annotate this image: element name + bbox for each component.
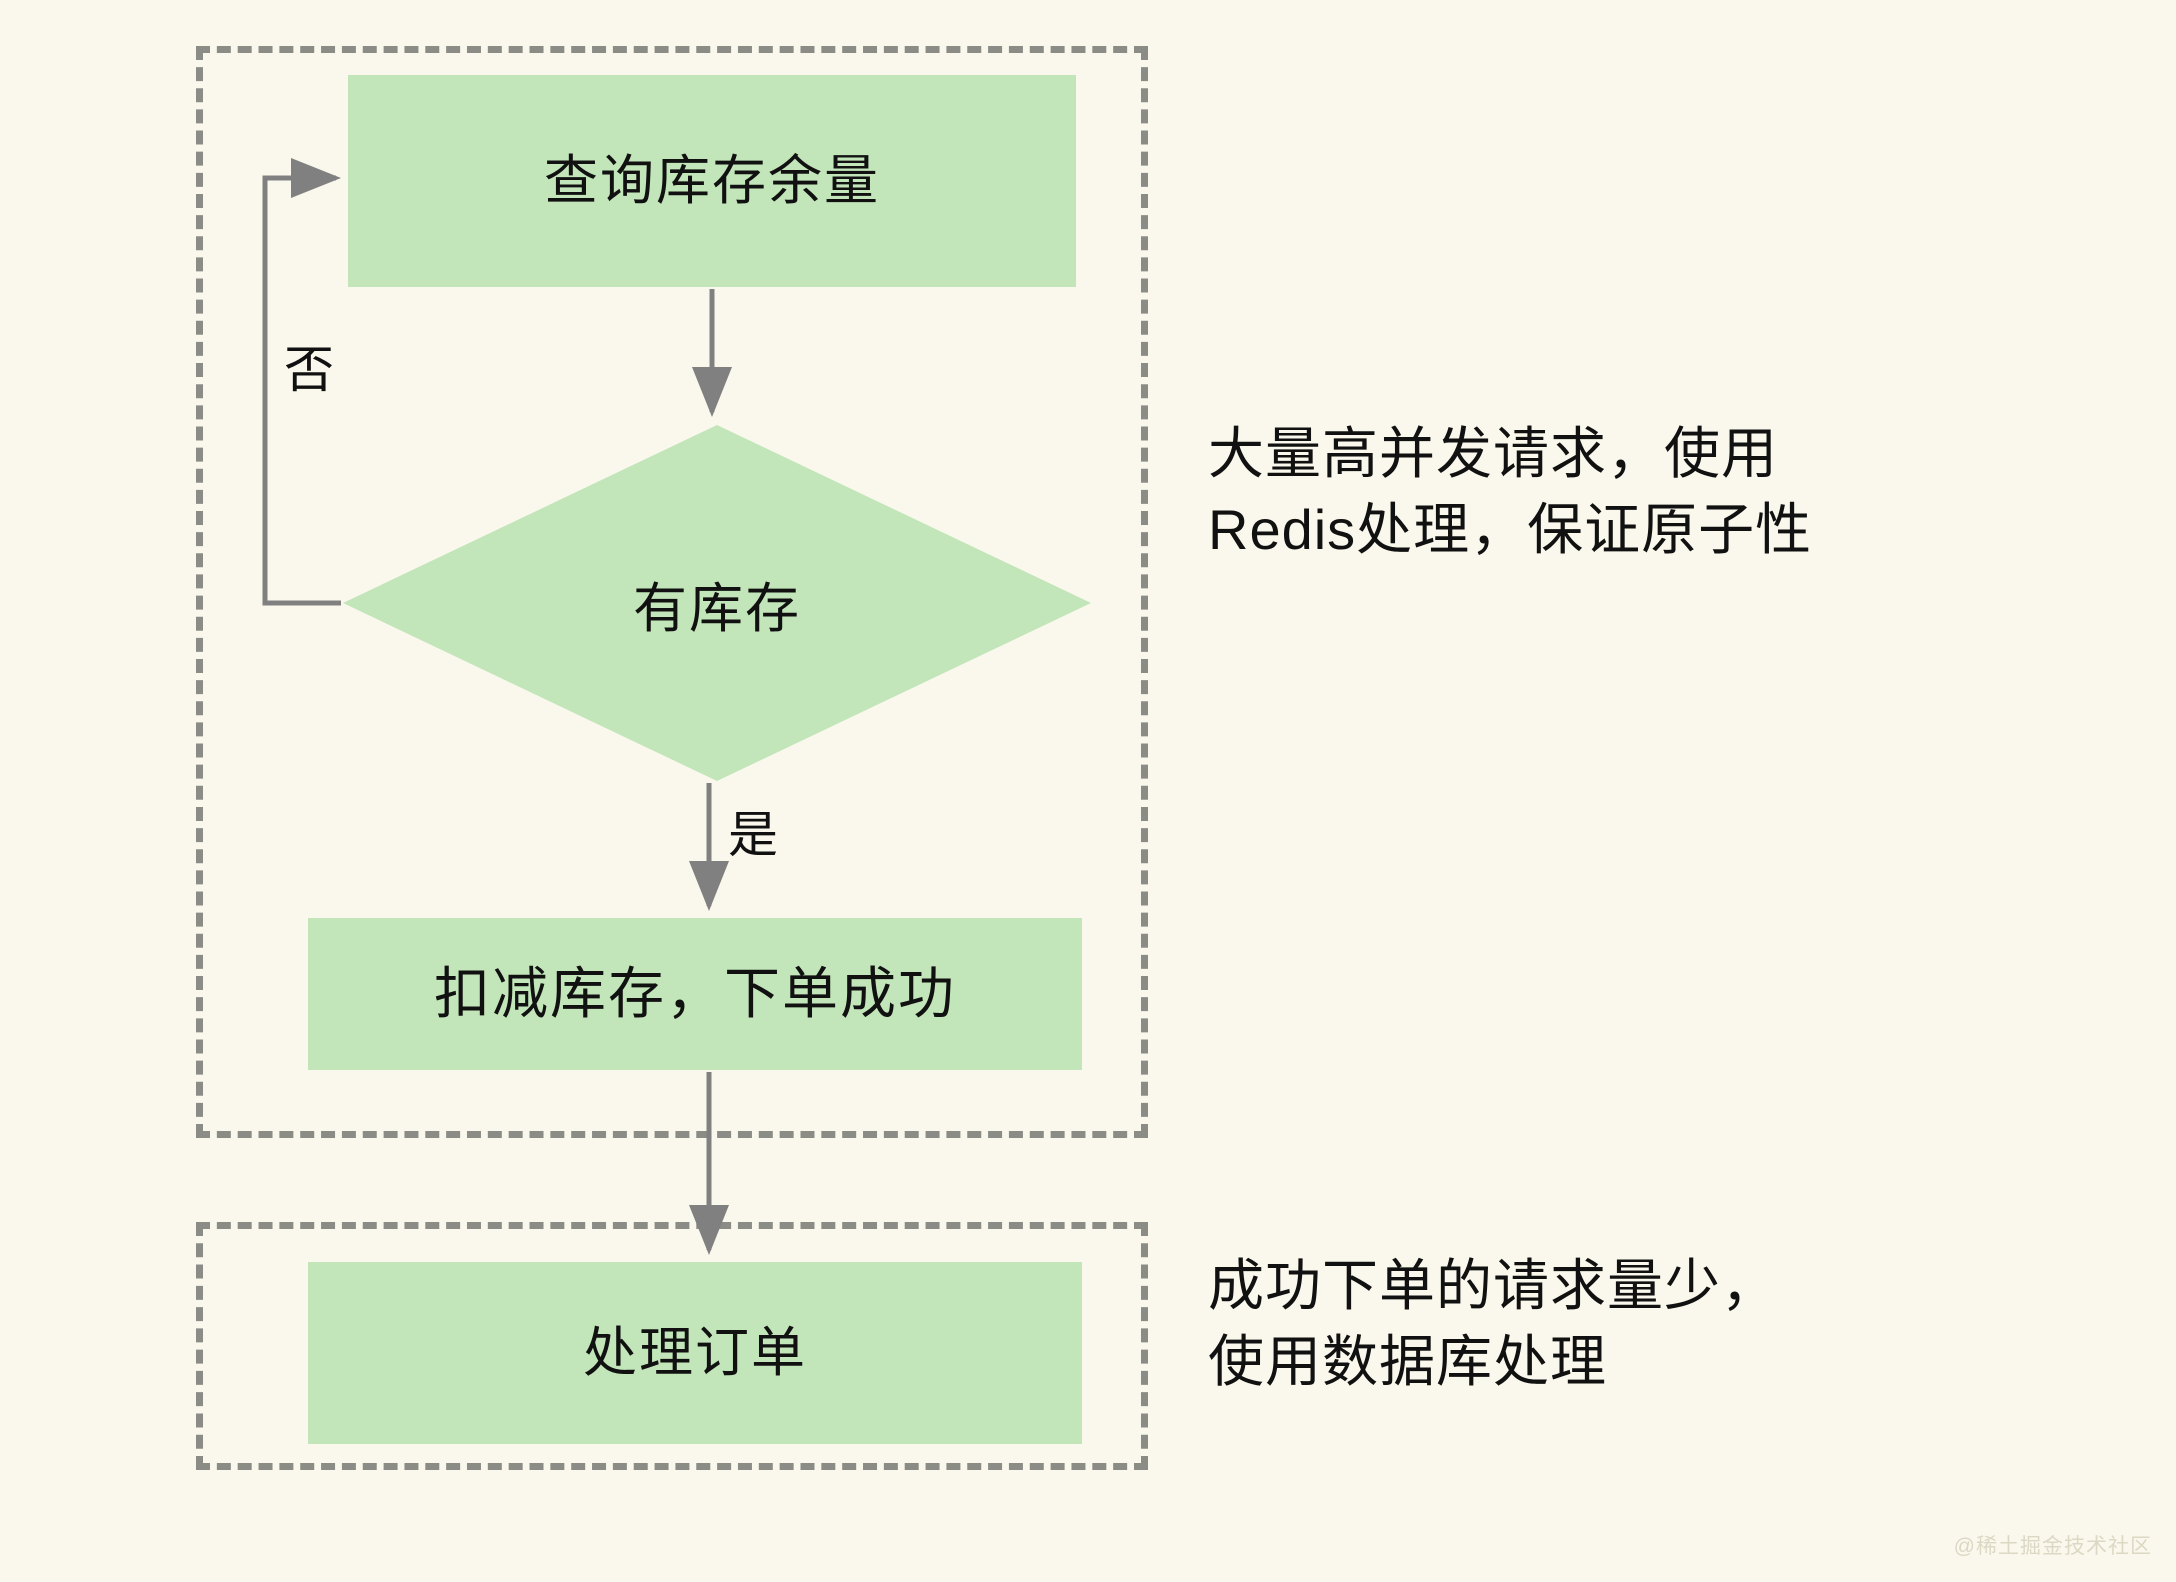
node-deduct-stock[interactable]: 扣减库存，下单成功 [308,918,1082,1070]
edge-label-yes: 是 [728,807,778,863]
edge-label-no: 否 [284,342,334,398]
group-region-redis [196,46,1148,1138]
node-process-order[interactable]: 处理订单 [308,1262,1082,1444]
group-region-database [196,1222,1148,1470]
node-query-stock[interactable]: 查询库存余量 [348,75,1076,287]
node-has-stock-decision[interactable]: 有库存 [343,425,1091,781]
annotation-redis: 大量高并发请求，使用 Redis处理，保证原子性 [1208,422,1813,561]
node-has-stock-label: 有库存 [633,578,801,639]
watermark: @稀土掘金技术社区 [1953,1535,2152,1558]
annotation-database: 成功下单的请求量少， 使用数据库处理 [1208,1254,1778,1393]
